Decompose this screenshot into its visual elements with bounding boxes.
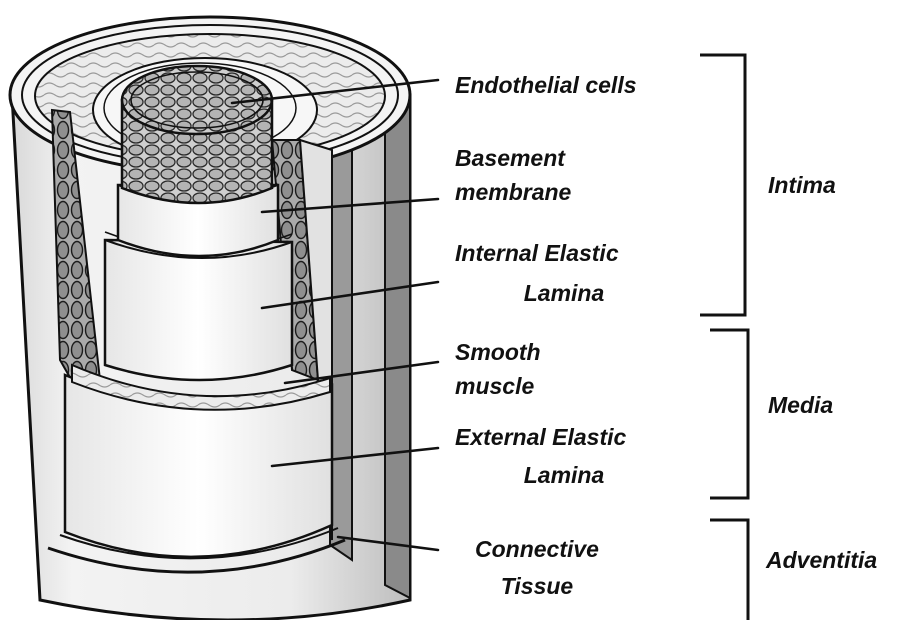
label-external-elastic-line2: Lamina bbox=[524, 462, 605, 488]
label-basement-line1: Basement bbox=[455, 145, 566, 171]
label-intima: Intima bbox=[768, 172, 836, 198]
label-internal-elastic-line2: Lamina bbox=[524, 280, 605, 306]
label-media: Media bbox=[768, 392, 833, 418]
outer-wall-band-right bbox=[385, 95, 410, 598]
label-basement-line2: membrane bbox=[455, 179, 572, 205]
vessel-illustration bbox=[10, 17, 410, 620]
tunic-brackets bbox=[700, 55, 748, 620]
label-external-elastic-line1: External Elastic bbox=[455, 424, 627, 450]
outer-wall-band bbox=[330, 150, 352, 560]
label-smooth-line2: muscle bbox=[455, 373, 534, 399]
bracket-intima bbox=[700, 55, 745, 315]
lumen-opening bbox=[131, 72, 263, 128]
label-connective-line1: Connective bbox=[475, 536, 599, 562]
label-internal-elastic-line1: Internal Elastic bbox=[455, 240, 619, 266]
label-adventitia: Adventitia bbox=[765, 547, 877, 573]
bracket-adventitia bbox=[710, 520, 748, 620]
tunic-labels: Intima Media Adventitia bbox=[765, 172, 877, 573]
label-endothelial-cells: Endothelial cells bbox=[455, 72, 637, 98]
layer-labels: Endothelial cells Basement membrane Inte… bbox=[455, 72, 637, 599]
label-connective-line2: Tissue bbox=[501, 573, 574, 599]
bracket-media bbox=[710, 330, 748, 498]
label-smooth-line1: Smooth bbox=[455, 339, 541, 365]
internal-elastic-cylinder bbox=[105, 240, 292, 380]
